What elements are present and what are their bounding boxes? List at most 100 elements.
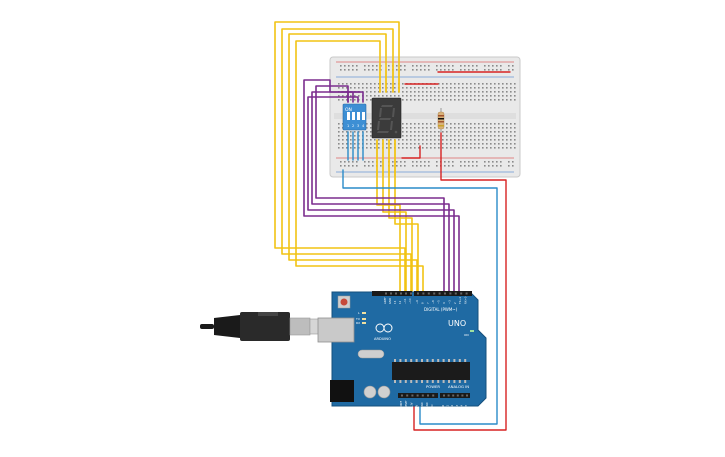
usb-b-port[interactable] <box>317 317 355 343</box>
breadboard-hole[interactable] <box>466 131 468 133</box>
breadboard-hole[interactable] <box>458 127 460 129</box>
breadboard-hole[interactable] <box>416 161 418 163</box>
breadboard-hole[interactable] <box>470 147 472 149</box>
dip-toggle-4[interactable] <box>362 112 365 120</box>
breadboard-hole[interactable] <box>438 139 440 141</box>
breadboard-hole[interactable] <box>500 69 502 71</box>
breadboard-hole[interactable] <box>482 147 484 149</box>
breadboard-hole[interactable] <box>348 69 350 71</box>
breadboard-hole[interactable] <box>482 139 484 141</box>
breadboard-hole[interactable] <box>368 65 370 67</box>
breadboard-hole[interactable] <box>378 83 380 85</box>
breadboard-hole[interactable] <box>344 161 346 163</box>
breadboard-hole[interactable] <box>464 165 466 167</box>
breadboard-hole[interactable] <box>406 135 408 137</box>
breadboard-hole[interactable] <box>366 131 368 133</box>
breadboard-hole[interactable] <box>374 147 376 149</box>
breadboard-hole[interactable] <box>430 139 432 141</box>
breadboard-hole[interactable] <box>420 69 422 71</box>
breadboard-hole[interactable] <box>486 87 488 89</box>
breadboard-hole[interactable] <box>508 161 510 163</box>
breadboard-hole[interactable] <box>340 69 342 71</box>
analog-header[interactable] <box>440 393 470 398</box>
breadboard-hole[interactable] <box>402 131 404 133</box>
breadboard-hole[interactable] <box>448 165 450 167</box>
breadboard-hole[interactable] <box>406 131 408 133</box>
breadboard-hole[interactable] <box>374 143 376 145</box>
breadboard-hole[interactable] <box>382 91 384 93</box>
breadboard-hole[interactable] <box>454 87 456 89</box>
breadboard-hole[interactable] <box>380 161 382 163</box>
breadboard-hole[interactable] <box>514 95 516 97</box>
breadboard-hole[interactable] <box>366 99 368 101</box>
breadboard-hole[interactable] <box>398 139 400 141</box>
breadboard-hole[interactable] <box>446 95 448 97</box>
breadboard-hole[interactable] <box>498 99 500 101</box>
breadboard-hole[interactable] <box>414 127 416 129</box>
breadboard-hole[interactable] <box>410 123 412 125</box>
breadboard-hole[interactable] <box>422 99 424 101</box>
breadboard-hole[interactable] <box>354 83 356 85</box>
breadboard-hole[interactable] <box>430 123 432 125</box>
breadboard-hole[interactable] <box>446 139 448 141</box>
breadboard-hole[interactable] <box>354 87 356 89</box>
breadboard-hole[interactable] <box>370 87 372 89</box>
breadboard-hole[interactable] <box>458 131 460 133</box>
breadboard-hole[interactable] <box>478 127 480 129</box>
breadboard-hole[interactable] <box>512 69 514 71</box>
breadboard-hole[interactable] <box>490 91 492 93</box>
breadboard-hole[interactable] <box>414 91 416 93</box>
breadboard-hole[interactable] <box>406 99 408 101</box>
breadboard-hole[interactable] <box>506 143 508 145</box>
breadboard-hole[interactable] <box>498 83 500 85</box>
breadboard-hole[interactable] <box>338 83 340 85</box>
breadboard-hole[interactable] <box>478 123 480 125</box>
breadboard-hole[interactable] <box>378 143 380 145</box>
breadboard-hole[interactable] <box>346 83 348 85</box>
breadboard-hole[interactable] <box>422 123 424 125</box>
breadboard-hole[interactable] <box>502 147 504 149</box>
breadboard-hole[interactable] <box>430 91 432 93</box>
breadboard-hole[interactable] <box>414 99 416 101</box>
breadboard-hole[interactable] <box>382 87 384 89</box>
header-pin[interactable] <box>410 292 412 295</box>
breadboard-hole[interactable] <box>448 65 450 67</box>
breadboard-hole[interactable] <box>340 65 342 67</box>
breadboard-hole[interactable] <box>466 99 468 101</box>
breadboard-hole[interactable] <box>376 69 378 71</box>
breadboard-hole[interactable] <box>498 95 500 97</box>
breadboard-hole[interactable] <box>392 165 394 167</box>
breadboard-hole[interactable] <box>454 95 456 97</box>
breadboard-hole[interactable] <box>488 65 490 67</box>
breadboard-hole[interactable] <box>470 91 472 93</box>
breadboard-hole[interactable] <box>498 123 500 125</box>
breadboard-hole[interactable] <box>454 139 456 141</box>
breadboard-hole[interactable] <box>438 87 440 89</box>
breadboard-hole[interactable] <box>446 127 448 129</box>
breadboard-hole[interactable] <box>510 147 512 149</box>
header-pin[interactable] <box>447 394 450 397</box>
breadboard-hole[interactable] <box>378 87 380 89</box>
breadboard-hole[interactable] <box>494 91 496 93</box>
breadboard-hole[interactable] <box>450 99 452 101</box>
breadboard-hole[interactable] <box>370 139 372 141</box>
breadboard-hole[interactable] <box>498 139 500 141</box>
breadboard-hole[interactable] <box>390 91 392 93</box>
breadboard-hole[interactable] <box>494 143 496 145</box>
breadboard-hole[interactable] <box>484 65 486 67</box>
breadboard-hole[interactable] <box>348 161 350 163</box>
breadboard-hole[interactable] <box>452 65 454 67</box>
header-pin[interactable] <box>385 292 387 295</box>
breadboard-hole[interactable] <box>410 91 412 93</box>
breadboard-hole[interactable] <box>460 65 462 67</box>
breadboard-hole[interactable] <box>508 165 510 167</box>
breadboard-hole[interactable] <box>386 139 388 141</box>
breadboard-hole[interactable] <box>472 165 474 167</box>
breadboard-hole[interactable] <box>454 127 456 129</box>
breadboard-hole[interactable] <box>412 161 414 163</box>
breadboard-hole[interactable] <box>506 135 508 137</box>
breadboard-hole[interactable] <box>414 131 416 133</box>
usb-cable[interactable] <box>200 312 329 341</box>
breadboard-hole[interactable] <box>452 165 454 167</box>
breadboard-hole[interactable] <box>492 161 494 163</box>
